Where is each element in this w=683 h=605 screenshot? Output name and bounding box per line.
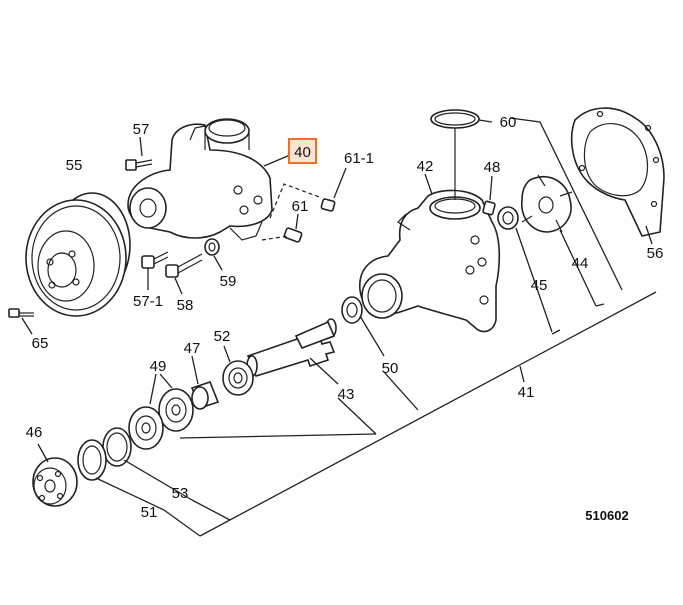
label-59[interactable]: 59 <box>220 273 237 290</box>
label-44[interactable]: 44 <box>572 255 589 272</box>
label-51[interactable]: 51 <box>141 504 158 521</box>
bearings-49-part <box>128 373 194 450</box>
dashed-bracket <box>261 183 323 241</box>
label-55[interactable]: 55 <box>66 157 83 174</box>
drawing-code: 510602 <box>585 508 628 523</box>
label-41[interactable]: 41 <box>518 384 535 401</box>
label-46[interactable]: 46 <box>26 424 43 441</box>
label-47[interactable]: 47 <box>184 340 201 357</box>
spacer-47-part <box>190 355 220 410</box>
label-58[interactable]: 58 <box>177 297 194 314</box>
plug-61-1-part <box>320 167 347 212</box>
label-57[interactable]: 57 <box>133 121 150 138</box>
label-56[interactable]: 56 <box>647 245 664 262</box>
label-61[interactable]: 61 <box>292 198 309 215</box>
highlighted-part-40[interactable]: 40 <box>288 138 317 164</box>
ring-51-part <box>77 439 165 511</box>
impeller-44-part <box>521 174 597 307</box>
bolt-65-part <box>8 308 34 335</box>
label-45[interactable]: 45 <box>531 277 548 294</box>
hub-46-part <box>32 443 78 507</box>
label-48[interactable]: 48 <box>484 159 501 176</box>
label-61-1[interactable]: 61-1 <box>344 150 374 167</box>
label-65[interactable]: 65 <box>32 335 49 352</box>
gasket-56-part <box>570 107 665 245</box>
leader-40 <box>263 154 291 167</box>
label-49[interactable]: 49 <box>150 358 167 375</box>
pulley-part <box>25 192 131 317</box>
o-ring-60-part <box>430 109 493 200</box>
label-40[interactable]: 40 <box>294 144 311 161</box>
seal-50-part <box>341 296 385 357</box>
label-53[interactable]: 53 <box>172 485 189 502</box>
fitting-48-part <box>482 175 496 216</box>
snap-ring-53-part <box>102 427 193 501</box>
bolt-57-1-part <box>141 251 169 290</box>
label-52[interactable]: 52 <box>214 328 231 345</box>
washer-59-part <box>204 238 223 271</box>
pump-housing-exploded-part <box>359 173 501 333</box>
label-57-1[interactable]: 57-1 <box>133 293 163 310</box>
label-50[interactable]: 50 <box>382 360 399 377</box>
bearing-52-part <box>222 345 254 396</box>
shaft-43-part <box>246 318 339 385</box>
assembly-bracket-41 <box>163 117 657 537</box>
label-60[interactable]: 60 <box>500 114 517 131</box>
bolt-58-part <box>165 253 203 295</box>
label-42[interactable]: 42 <box>417 158 434 175</box>
bolt-57-part <box>125 136 153 171</box>
pump-housing-assembled-part <box>127 118 273 241</box>
label-43[interactable]: 43 <box>338 386 355 403</box>
seal-45-part <box>497 206 553 333</box>
stud-61-part <box>283 213 303 243</box>
